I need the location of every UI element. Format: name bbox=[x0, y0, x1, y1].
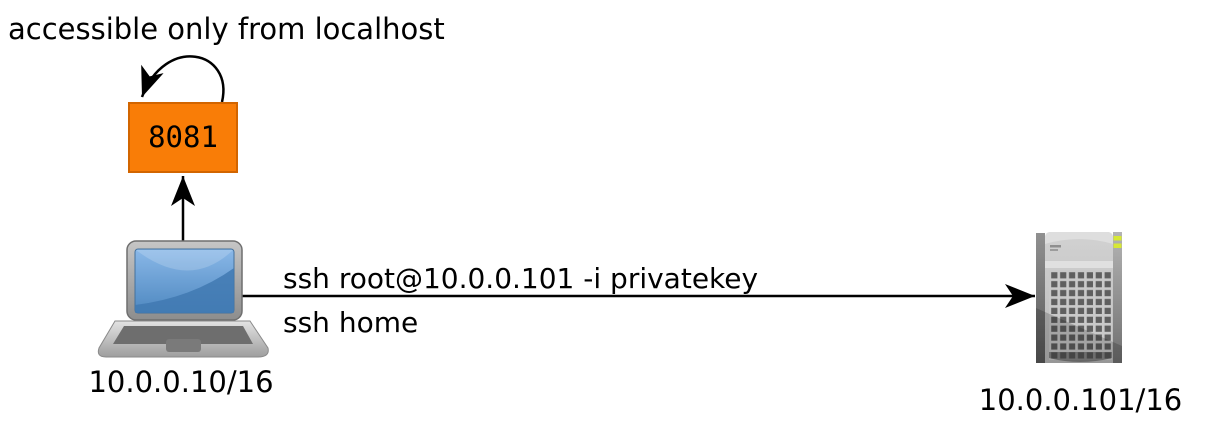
server-shadow bbox=[1036, 308, 1122, 363]
server-bottom-base bbox=[1049, 352, 1112, 362]
ssh-alias-label: ssh home bbox=[283, 306, 419, 339]
laptop-ip-label: 10.0.0.10/16 bbox=[88, 365, 274, 399]
server-icon bbox=[1036, 232, 1122, 363]
loopback-arrow bbox=[140, 55, 225, 103]
localhost-annotation: accessible only from localhost bbox=[8, 12, 445, 46]
server-logo-mark bbox=[1050, 245, 1061, 248]
laptop-screen-glare bbox=[136, 250, 233, 271]
server-ip-label: 10.0.0.101/16 bbox=[978, 383, 1183, 417]
laptop-trackpad bbox=[166, 339, 201, 352]
ssh-command-label: ssh root@10.0.0.101 -i privatekey bbox=[283, 262, 759, 295]
server-bezel-band bbox=[1045, 261, 1113, 268]
server-logo-mark bbox=[1050, 249, 1058, 251]
server-left-panel bbox=[1036, 233, 1045, 363]
led-indicator bbox=[1113, 243, 1122, 248]
server-vent-grid bbox=[1049, 270, 1112, 360]
server-top-cap bbox=[1045, 232, 1113, 244]
server-right-panel bbox=[1113, 232, 1122, 363]
port-node: 8081 bbox=[128, 102, 238, 173]
laptop-screen-shade bbox=[135, 268, 234, 313]
laptop-icon bbox=[97, 240, 269, 358]
led-indicator bbox=[1113, 236, 1122, 241]
port-number-label: 8081 bbox=[148, 120, 218, 154]
laptop-keyboard bbox=[113, 326, 253, 344]
